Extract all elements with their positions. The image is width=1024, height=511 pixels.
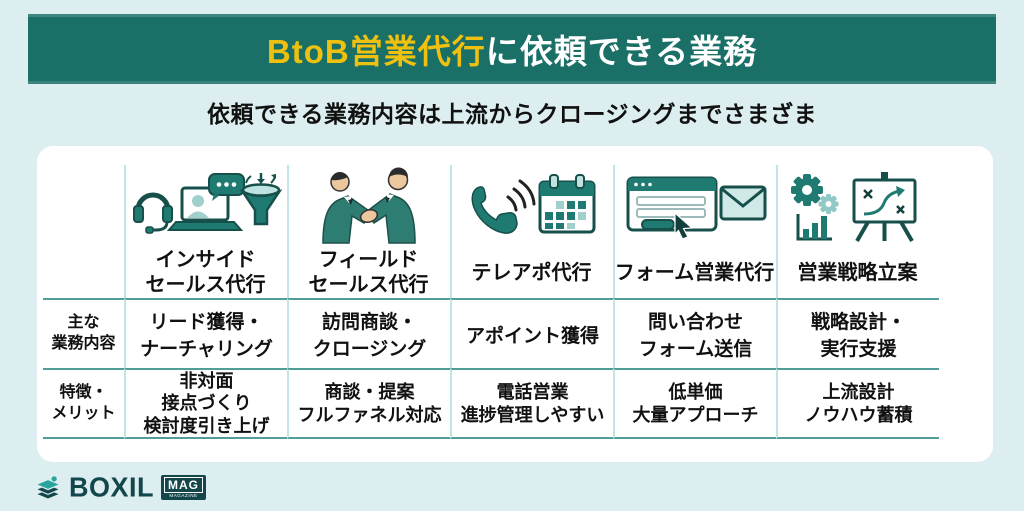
teleappointment-icons [466, 163, 598, 249]
phone-calendar-icon [471, 174, 595, 234]
row-label-main-tasks: 主な 業務内容 [43, 298, 124, 368]
mag-badge-text: MAG [164, 476, 204, 494]
column-header-field-sales: フィールド セールス代行 [287, 147, 450, 298]
bar-chart-icon [796, 214, 832, 241]
handshake-businessmen-icon [321, 167, 416, 244]
cell-feature-form-sales: 低単価 大量アプローチ [613, 368, 776, 439]
comparison-card: インサイド セールス代行 [37, 146, 993, 462]
row-label-features: 特徴・ メリット [43, 368, 124, 439]
title-banner: BtoB営業代行に依頼できる業務 [28, 14, 996, 84]
column-header-inside-sales: インサイド セールス代行 [124, 147, 287, 298]
mag-badge: MAG MAGAZINE [161, 474, 207, 501]
cell-feature-teleappointment: 電話営業 進捗管理しやすい [450, 368, 613, 439]
strategy-icons [784, 163, 932, 249]
funnel-icon [239, 172, 282, 225]
column-name: フォーム営業代行 [614, 262, 775, 284]
column-header-strategy: 営業戦略立案 [776, 147, 939, 298]
phone-icon [471, 179, 535, 234]
boxil-mag-logo: BOXIL MAG MAGAZINE [34, 471, 207, 503]
column-header-form-sales: フォーム営業代行 [613, 147, 776, 298]
page-title-highlight: BtoB営業代行 [266, 33, 486, 70]
column-header-teleappointment: テレアポ代行 [450, 147, 613, 298]
comparison-table: インサイド セールス代行 [43, 147, 939, 439]
boxil-layers-icon [37, 475, 59, 498]
field-sales-icons [310, 163, 428, 248]
strategy-board-icon [852, 172, 916, 242]
brand-name: BOXIL [69, 471, 155, 503]
page-title-rest: に依頼できる業務 [485, 33, 758, 70]
column-name: フィールド セールス代行 [308, 249, 429, 296]
corner-cell [43, 147, 124, 298]
subtitle: 依頼できる業務内容は上流からクロージングまでさまざま [206, 101, 818, 127]
cell-feature-field-sales: 商談・提案 フルファネル対応 [287, 368, 450, 439]
cell-main-form-sales: 問い合わせ フォーム送信 [613, 298, 776, 368]
cell-main-inside-sales: リード獲得・ ナーチャリング [124, 298, 287, 368]
cell-main-field-sales: 訪問商談・ クロージング [287, 298, 450, 368]
cell-feature-inside-sales: 非対面 接点づくり 検討度引き上げ [124, 368, 287, 439]
form-sales-icons [620, 163, 770, 249]
cell-feature-strategy: 上流設計 ノウハウ蓄積 [776, 368, 939, 439]
cursor-icon [673, 211, 693, 239]
column-name: テレアポ代行 [471, 262, 592, 284]
form-envelope-cursor-icon [626, 176, 766, 239]
form-window-icon [626, 176, 717, 232]
gears-icon [790, 174, 838, 214]
page-title: BtoB営業代行に依頼できる業務 [267, 25, 757, 73]
headset-icon [132, 192, 173, 234]
mag-badge-subtext: MAGAZINE [169, 493, 198, 499]
cell-main-strategy: 戦略設計・ 実行支援 [776, 298, 939, 368]
column-name: インサイド セールス代行 [145, 249, 266, 296]
calendar-icon [538, 174, 595, 234]
cell-main-teleappointment: アポイント獲得 [450, 298, 613, 368]
column-name: 営業戦略立案 [797, 262, 918, 284]
inside-sales-icons [130, 163, 282, 248]
envelope-icon [719, 185, 766, 221]
gears-chart-board-icon [790, 172, 916, 242]
headset-laptop-funnel-icon [132, 172, 282, 234]
laptop-video-chat-icon [166, 172, 245, 231]
